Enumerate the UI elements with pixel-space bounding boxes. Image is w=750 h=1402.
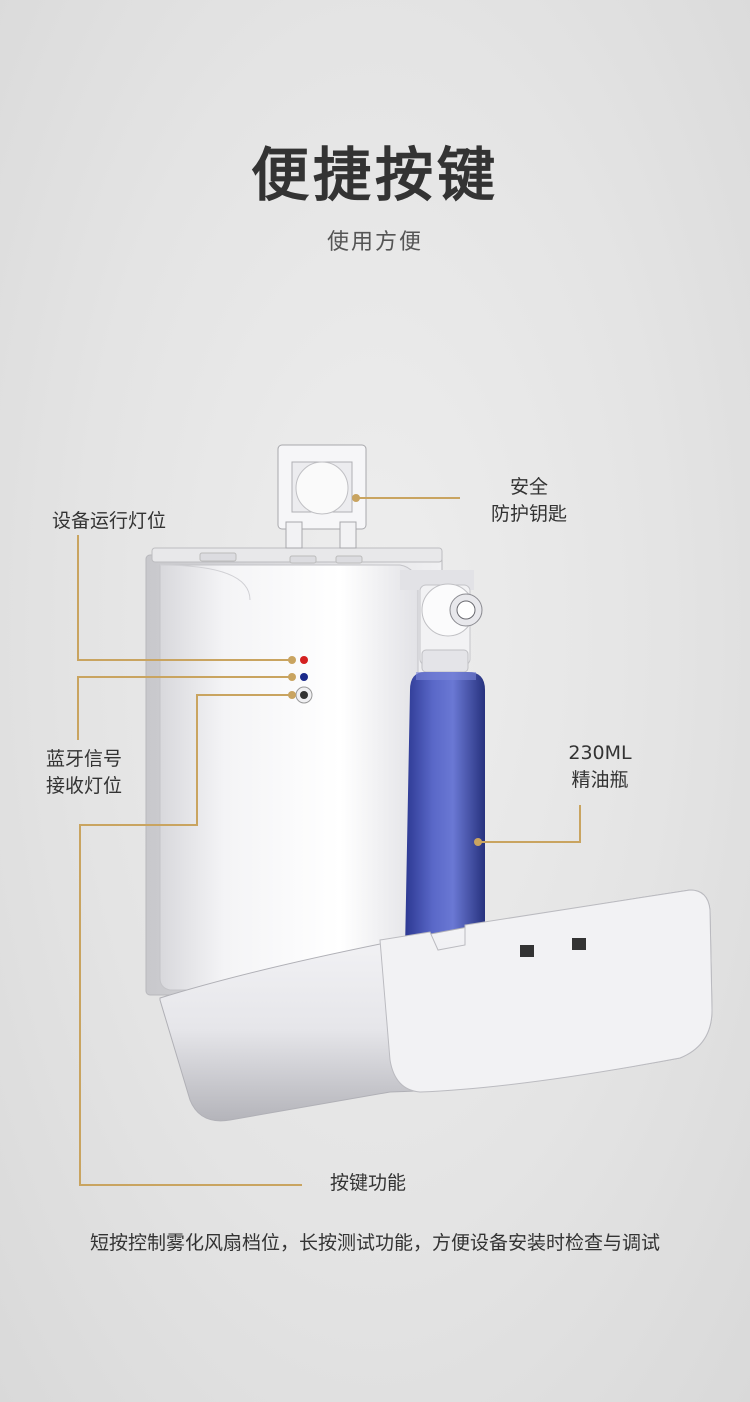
front-cover	[159, 889, 713, 1122]
callout-bluetooth-light: 蓝牙信号 接收灯位	[46, 746, 122, 800]
cover-slot-icon	[520, 945, 534, 957]
callout-bluetooth-line1: 蓝牙信号	[46, 748, 123, 770]
callout-safety-key-line2: 防护钥匙	[490, 503, 567, 525]
callout-safety-key: 安全 防护钥匙	[486, 474, 572, 528]
bluetooth-led-icon	[300, 673, 308, 681]
cover-slot-icon	[572, 938, 586, 950]
device-body	[159, 552, 419, 991]
callout-lines	[77, 494, 581, 1186]
callout-oil-bottle: 230ML 精油瓶	[560, 740, 640, 794]
callout-oil-bottle-volume: 230ML	[568, 742, 632, 764]
atomizer-nozzle	[400, 570, 483, 673]
callout-bluetooth-line2: 接收灯位	[46, 775, 123, 797]
callout-run-light: 设备运行灯位	[52, 510, 167, 532]
footer-description: 短按控制雾化风扇档位，长按测试功能，方便设备安装时检查与调试	[89, 1232, 660, 1254]
indicator-lights	[295, 656, 313, 704]
callout-oil-bottle-name: 精油瓶	[571, 769, 629, 791]
safety-key	[277, 444, 367, 549]
page-title: 便捷按键	[250, 141, 499, 209]
essential-oil-bottle	[405, 672, 485, 950]
callout-function-button: 按键功能	[330, 1172, 407, 1194]
page-subtitle: 使用方便	[326, 230, 423, 255]
callout-safety-key-line1: 安全	[509, 476, 548, 498]
run-led-icon	[300, 656, 308, 664]
